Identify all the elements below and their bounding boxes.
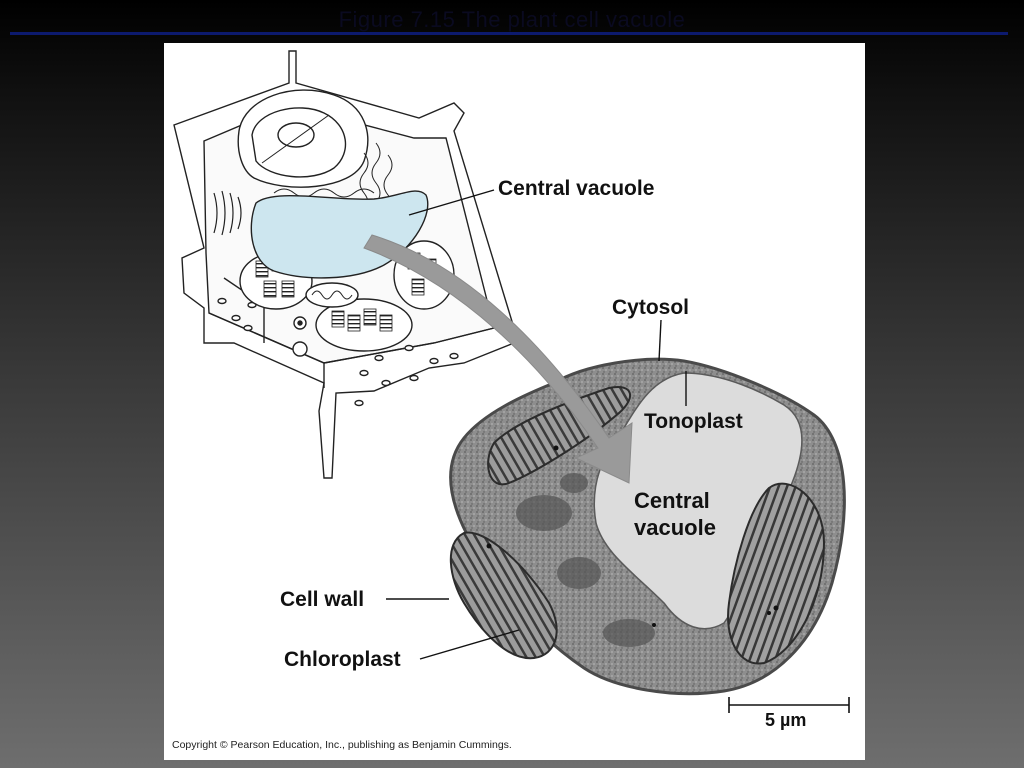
label-tonoplast: Tonoplast — [644, 410, 743, 433]
leader-lines — [386, 189, 687, 660]
label-chloroplast: Chloroplast — [284, 648, 401, 671]
slide-title: Figure 7.15 The plant cell vacuole — [338, 7, 686, 32]
scale-bar — [728, 697, 850, 713]
label-central-vacuole-micrograph-line1: Central — [634, 488, 710, 513]
micrograph-cell — [449, 357, 846, 696]
label-cell-wall: Cell wall — [280, 588, 365, 611]
figure-artwork — [173, 50, 850, 713]
vacuole-figure: Central vacuole Cytosol Tonoplast Centra… — [164, 43, 865, 760]
label-scale-bar: 5 µm — [765, 710, 807, 730]
copyright-notice: Copyright © Pearson Education, Inc., pub… — [172, 739, 512, 751]
label-central-vacuole: Central vacuole — [498, 177, 655, 200]
label-central-vacuole-micrograph-line2: vacuole — [634, 515, 716, 540]
connection-arrow — [363, 234, 633, 484]
title-divider — [10, 32, 1008, 35]
label-cytosol: Cytosol — [612, 296, 690, 319]
